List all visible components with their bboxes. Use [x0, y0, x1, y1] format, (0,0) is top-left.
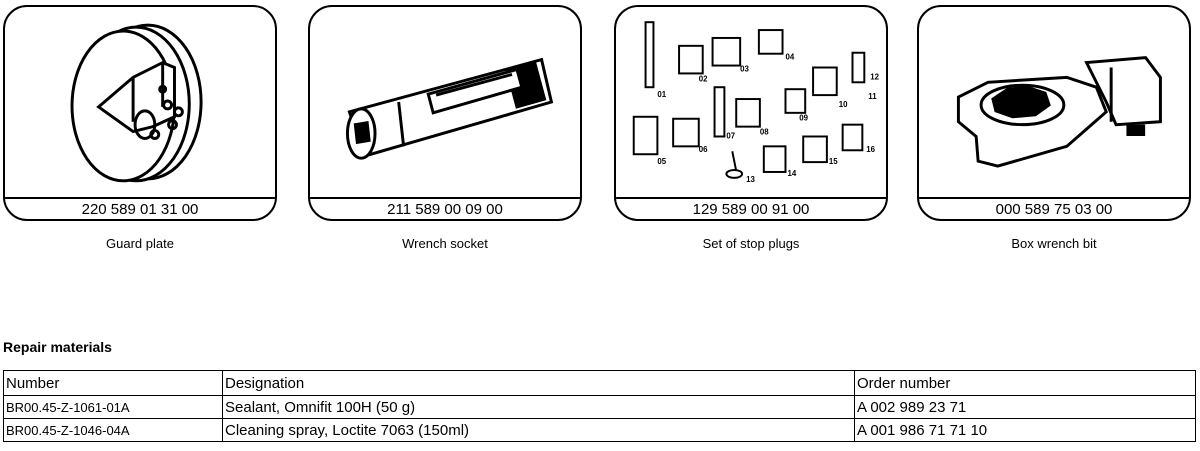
- part-number: 129 589 00 91 00: [616, 197, 886, 219]
- tool-card-wrench-socket: 211 589 00 09 00: [308, 5, 582, 221]
- svg-text:08: 08: [760, 128, 769, 137]
- column-header: Designation: [222, 370, 855, 396]
- svg-text:05: 05: [657, 157, 666, 166]
- part-number: 220 589 01 31 00: [5, 197, 275, 219]
- tool-card-guard-plate: 220 589 01 31 00: [3, 5, 277, 221]
- svg-text:13: 13: [746, 175, 755, 184]
- svg-text:14: 14: [787, 169, 796, 178]
- tool-caption: Wrench socket: [402, 236, 488, 251]
- tool-caption: Box wrench bit: [1011, 236, 1097, 251]
- wrench-socket-icon: [310, 7, 580, 197]
- table-header-row: Number Designation Order number: [3, 370, 1196, 396]
- tool-caption: Set of stop plugs: [702, 236, 800, 251]
- section-title: Repair materials: [3, 339, 112, 355]
- svg-text:16: 16: [866, 145, 875, 154]
- tool-card-box-wrench-bit: 000 589 75 03 00: [917, 5, 1191, 221]
- tool-caption: Guard plate: [106, 236, 174, 251]
- column-header: Number: [3, 370, 223, 396]
- table-row: BR00.45-Z-1061-01A Sealant, Omnifit 100H…: [3, 395, 1196, 419]
- column-header: Order number: [854, 370, 1196, 396]
- cell-number: BR00.45-Z-1061-01A: [3, 395, 223, 419]
- svg-text:03: 03: [740, 64, 749, 73]
- box-wrench-bit-icon: [919, 7, 1189, 197]
- svg-text:02: 02: [699, 74, 708, 83]
- cell-order-number: A 001 986 71 71 10: [854, 418, 1196, 442]
- svg-text:04: 04: [785, 53, 794, 62]
- svg-text:06: 06: [699, 145, 708, 154]
- guard-plate-icon: [5, 7, 275, 197]
- svg-text:12: 12: [870, 72, 879, 81]
- svg-text:09: 09: [799, 114, 808, 123]
- repair-materials-table: Number Designation Order number BR00.45-…: [3, 370, 1196, 442]
- part-number: 000 589 75 03 00: [919, 197, 1189, 219]
- table-row: BR00.45-Z-1046-04A Cleaning spray, Locti…: [3, 418, 1196, 442]
- stop-plugs-icon: 01 02 03 04 05 06 07 08 09 10 11 12 13 1…: [616, 7, 886, 197]
- cell-designation: Sealant, Omnifit 100H (50 g): [222, 395, 855, 419]
- part-number: 211 589 00 09 00: [310, 197, 580, 219]
- plug-labels: 01 02 03 04 05 06 07 08 09 10 11 12 13 1…: [657, 53, 879, 184]
- tool-card-stop-plugs: 01 02 03 04 05 06 07 08 09 10 11 12 13 1…: [614, 5, 888, 221]
- cell-designation: Cleaning spray, Loctite 7063 (150ml): [222, 418, 855, 442]
- svg-text:15: 15: [829, 157, 838, 166]
- cell-number: BR00.45-Z-1046-04A: [3, 418, 223, 442]
- svg-text:11: 11: [868, 92, 877, 101]
- svg-text:07: 07: [726, 131, 735, 140]
- svg-text:10: 10: [839, 100, 848, 109]
- svg-text:01: 01: [657, 90, 666, 99]
- cell-order-number: A 002 989 23 71: [854, 395, 1196, 419]
